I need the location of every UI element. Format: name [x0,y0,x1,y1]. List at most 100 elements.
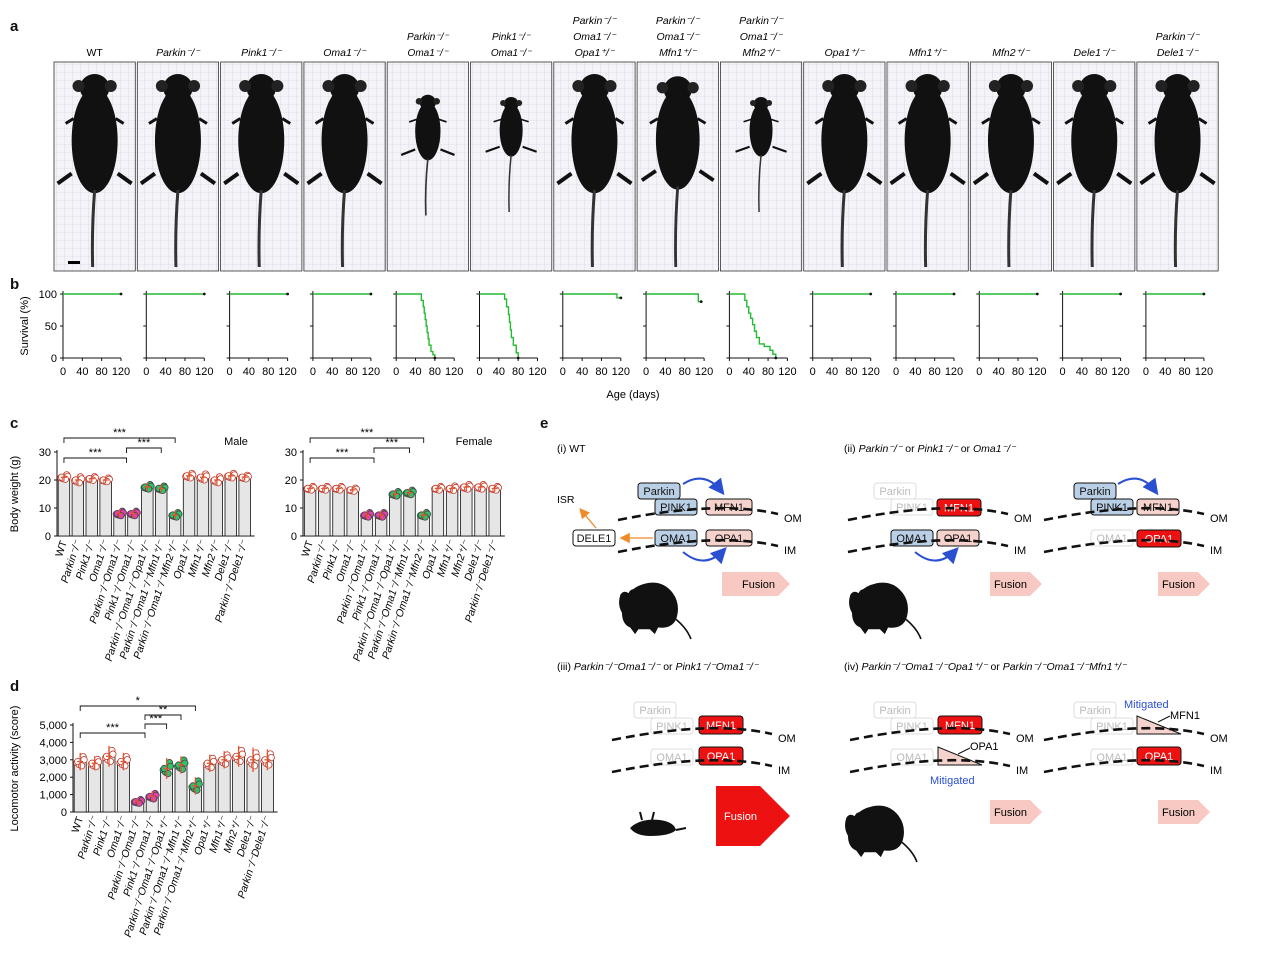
mouse-body [630,819,676,836]
data-point [121,762,129,770]
x-tick-label: 0 [643,366,649,378]
genotype-label: Mfn2⁺/⁻ [992,47,1031,59]
scenario-title-part: or [660,661,675,673]
membrane-line [1043,506,1205,522]
mouse-silhouette-icon [735,97,787,213]
data-point [222,760,230,768]
data-point [193,786,201,794]
bar [85,478,98,537]
x-tick-label: 120 [195,366,213,378]
opa1-leader-line [957,747,971,755]
y-tick-label: 0 [45,531,51,543]
om-label: OM [1210,733,1228,745]
scenario-title-part: Pink1⁻/⁻ [918,443,960,455]
data-point [236,757,244,766]
x-tick-label: 40 [743,366,755,378]
pink1-label: PINK1 [656,721,688,733]
data-point [164,770,172,778]
x-tick-label: 0 [310,366,316,378]
fusion-label: Fusion [994,579,1027,591]
im-label: IM [1014,545,1026,557]
x-tick-label: 40 [409,366,421,378]
survival-curve [646,293,702,303]
membrane-line [1043,538,1205,554]
mouse-leg [366,171,383,186]
mouse-leg [139,171,157,186]
x-tick-label: 0 [976,366,982,378]
membrane-line [849,758,1011,774]
mouse-leg [743,118,752,123]
mouse-body [655,89,700,190]
bar [57,476,71,537]
mouse-ear [750,100,756,106]
mouse-ear [604,80,617,92]
parkin-to-mfn1-arrow [1117,477,1159,496]
opa1-label: OPA1 [970,741,999,753]
mouse-head [753,97,769,111]
scenario-title-part: Parkin⁻/⁻Oma1⁻/⁻Mfn1⁺/⁻ [1003,661,1128,673]
x-tick-label: 0 [1143,366,1149,378]
genotype-label: Oma1⁻/⁻ [656,31,700,43]
genotype-label: Oma1⁻/⁻ [491,48,532,59]
mouse-head [163,74,193,102]
x-tick-label: 80 [1012,366,1024,378]
scenario-title-part: Oma1⁻/⁻ [973,443,1017,455]
scenario-title-part: Parkin⁻/⁻Oma1⁻/⁻ [574,661,662,673]
membrane-line [611,726,773,742]
mouse-leg [64,117,75,125]
isr-label: ISR [557,494,575,506]
mouse-leg [522,145,537,153]
genotype-label: Pink1⁻/⁻ [241,47,283,59]
photo-frame [720,61,803,272]
panel-letter-c: c [10,415,19,432]
mouse-leg [616,171,633,186]
isr-arrow [579,508,597,529]
fusion-arrow-large [716,786,790,846]
censor-mark [952,292,956,296]
bar [155,487,168,537]
bar [460,486,473,537]
mouse-ear [937,80,950,92]
mouse-leg [806,171,823,186]
mouse-leg [1199,171,1216,186]
mouse-tail [1007,189,1013,268]
mouse-legs [639,811,687,831]
category-label: WT [53,539,70,559]
mouse-leg [640,169,657,182]
parkin-label: Parkin [643,486,674,498]
x-tick-label: 40 [576,366,588,378]
membrane-line [847,506,1009,522]
x-tick-label: 80 [1095,366,1107,378]
parkin-label: Parkin [1079,486,1110,498]
x-tick-label: 40 [659,366,671,378]
mouse-tail [590,189,596,268]
mouse-leg [1032,171,1050,186]
oma1-box [1090,748,1134,766]
mitigated-label: Mitigated [1124,699,1169,711]
x-tick-label: 0 [393,366,399,378]
mouse-ear [415,98,423,105]
x-tick-label: 40 [493,366,505,378]
opa1-label: OPA1 [1145,751,1174,763]
mouse-leg [947,117,958,125]
x-tick-label: 120 [1111,366,1129,378]
mouse-head [996,74,1026,102]
censor-mark [202,292,206,296]
mouse-silhouette-icon [640,76,715,268]
mouse-leg [698,169,715,182]
oma1-label: OMA1 [656,752,687,764]
mouse-icon [845,805,918,863]
mouse-tail [508,154,512,213]
x-tick-label: 0 [227,366,233,378]
mouse-leg [897,117,908,125]
y-axis-label: Survival (%) [19,296,31,355]
mouse-ear [155,80,168,92]
mouse-tail [340,189,347,268]
mouse-silhouette-icon [400,94,455,216]
fusion-label: Fusion [1162,807,1195,819]
bar [196,476,210,537]
mouse-leg [281,117,292,125]
genotype-label: Parkin⁻/⁻ [1156,31,1201,43]
